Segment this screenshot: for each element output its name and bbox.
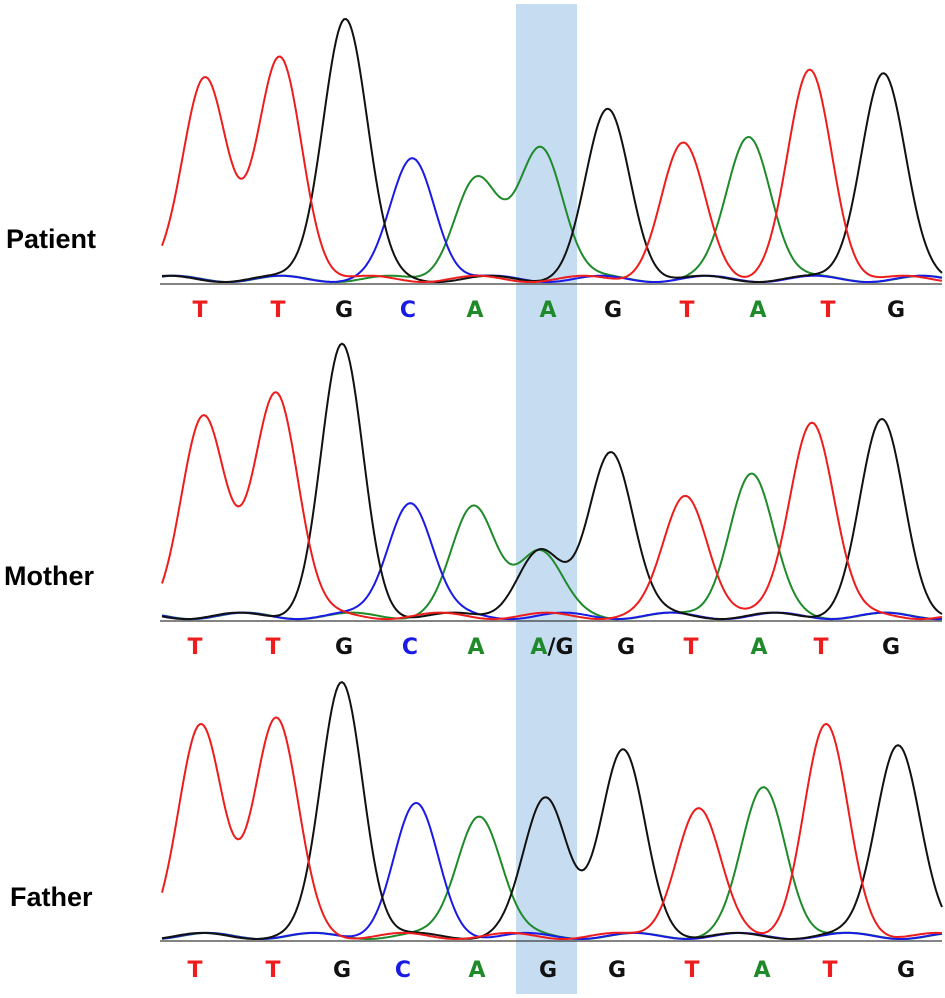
base-call-label: G (608, 958, 626, 983)
trace-series-T (161, 716, 942, 940)
base-call-part: T (265, 958, 280, 983)
base-call-part: T (679, 298, 694, 323)
base-call-part: G (897, 958, 915, 983)
base-call-label: A (539, 298, 556, 323)
trace-series-T (161, 391, 943, 621)
base-call-part: A (530, 635, 547, 660)
base-call-part: T (813, 635, 828, 660)
base-call-label: A (467, 635, 484, 660)
base-call-part: T (265, 635, 280, 660)
base-call-part: A (539, 298, 556, 323)
base-call-part: G (882, 635, 900, 660)
base-call-label: T (187, 635, 202, 660)
base-call-label: G (335, 298, 353, 323)
variant-highlight-column (516, 4, 577, 994)
base-call-part: G (608, 958, 626, 983)
base-call-part: A (467, 635, 484, 660)
base-call-part: G (604, 298, 622, 323)
base-call-part: A (749, 298, 766, 323)
base-call-label: T (684, 958, 699, 983)
base-call-label: C (395, 958, 411, 983)
base-call-part: T (820, 298, 835, 323)
base-call-label: T (187, 958, 202, 983)
trace-label-father: Father (10, 882, 93, 912)
base-call-part: C (400, 298, 416, 323)
base-call-part: A (750, 635, 767, 660)
base-call-part: T (822, 958, 837, 983)
base-call-part: G (333, 958, 351, 983)
base-call-label: C (400, 298, 416, 323)
base-call-label: T (192, 298, 207, 323)
base-call-part: / (547, 635, 556, 660)
base-call-label: A (753, 958, 770, 983)
trace-series-T (161, 55, 943, 283)
base-call-part: G (539, 958, 557, 983)
base-call-part: G (617, 635, 635, 660)
base-call-part: A (466, 298, 483, 323)
base-call-part: T (192, 298, 207, 323)
base-call-label: G (887, 298, 905, 323)
base-call-part: C (402, 635, 418, 660)
base-call-part: G (335, 298, 353, 323)
base-call-label: G (335, 635, 353, 660)
base-call-part: T (683, 635, 698, 660)
base-call-label: A/G (530, 635, 573, 660)
base-call-part: C (395, 958, 411, 983)
base-call-label: T (270, 298, 285, 323)
trace-series-G (161, 342, 943, 621)
trace-series-G (161, 17, 943, 283)
trace-label-mother: Mother (4, 561, 94, 591)
base-call-label: A (466, 298, 483, 323)
base-call-label: G (604, 298, 622, 323)
base-call-label: T (820, 298, 835, 323)
base-call-label: G (539, 958, 557, 983)
base-call-label: T (679, 298, 694, 323)
base-call-part: T (187, 635, 202, 660)
base-call-label: C (402, 635, 418, 660)
trace-series-C (161, 157, 943, 283)
base-call-part: G (556, 635, 574, 660)
base-call-label: A (750, 635, 767, 660)
base-call-label: T (265, 958, 280, 983)
base-call-label: G (882, 635, 900, 660)
base-call-label: T (683, 635, 698, 660)
base-call-label: G (897, 958, 915, 983)
base-call-part: A (753, 958, 770, 983)
base-call-label: G (333, 958, 351, 983)
base-call-label: A (749, 298, 766, 323)
base-call-label: A (468, 958, 485, 983)
base-call-label: T (822, 958, 837, 983)
base-call-part: A (468, 958, 485, 983)
base-call-part: G (887, 298, 905, 323)
base-call-part: T (684, 958, 699, 983)
base-call-part: G (335, 635, 353, 660)
trace-series-G (161, 680, 943, 940)
base-call-part: T (270, 298, 285, 323)
base-call-part: T (187, 958, 202, 983)
base-call-label: G (617, 635, 635, 660)
base-call-label: T (265, 635, 280, 660)
trace-label-patient: Patient (6, 224, 97, 254)
base-call-label: T (813, 635, 828, 660)
